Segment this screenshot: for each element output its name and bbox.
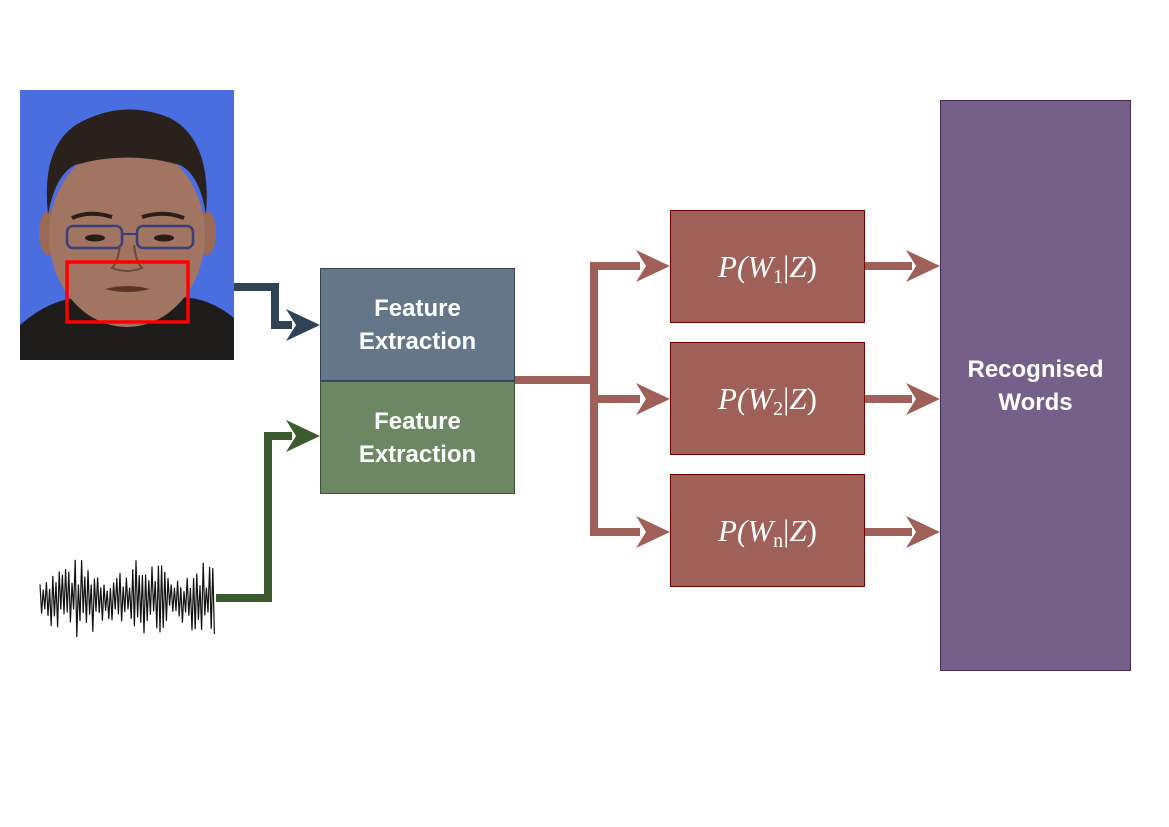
prob-var: W	[747, 512, 774, 548]
face-glasses-right	[135, 224, 195, 250]
probability-box-w2: P(W2|Z)	[670, 342, 865, 455]
audio-input-connector	[216, 432, 292, 602]
face-eye-left	[85, 234, 105, 242]
prob-close: )	[806, 512, 817, 548]
face-mouth	[105, 286, 150, 292]
prob-n-output-arrowhead	[906, 516, 940, 548]
prob-var: W	[747, 248, 774, 284]
prob-bar: |	[783, 380, 790, 416]
visual-input-connector	[234, 283, 292, 329]
audio-feature-extraction-label: Feature Extraction	[358, 407, 477, 468]
face-eye-right	[154, 234, 174, 242]
prob-var: W	[747, 380, 774, 416]
visual-feature-extraction-box: Feature Extraction	[320, 268, 515, 381]
prob-subscript: 2	[773, 397, 784, 420]
recognised-words-label: Recognised Words	[967, 355, 1104, 416]
prob-n-arrowhead	[636, 516, 670, 548]
probability-label-w2: P(W2|Z)	[718, 380, 817, 420]
face-image	[20, 90, 234, 360]
prob-subscript: n	[773, 529, 784, 552]
prob-subscript: 1	[773, 265, 784, 288]
audio-input-arrowhead	[286, 420, 320, 452]
prob-1-output-arrowhead	[906, 250, 940, 282]
prob-2-output-arrowhead	[906, 383, 940, 415]
face-eyebrow-right	[141, 211, 185, 220]
prob-cond: Z	[789, 380, 807, 416]
prob-bar: |	[783, 512, 790, 548]
audio-feature-extraction-box: Feature Extraction	[320, 381, 515, 494]
prob-close: )	[806, 380, 817, 416]
prob-prefix: P(	[718, 512, 748, 548]
probability-label-w1: P(W1|Z)	[718, 248, 817, 288]
face-glasses-left	[65, 224, 124, 250]
face-nose	[110, 244, 144, 272]
face-eyebrow-left	[71, 211, 113, 220]
prob-2-arrowhead	[636, 383, 670, 415]
prob-close: )	[806, 248, 817, 284]
probability-box-wn: P(Wn|Z)	[670, 474, 865, 587]
mouth-roi-box	[65, 260, 190, 324]
prob-1-arrowhead	[636, 250, 670, 282]
probability-box-w1: P(W1|Z)	[670, 210, 865, 323]
waveform-trace	[39, 559, 215, 638]
recognised-words-box: Recognised Words	[940, 100, 1131, 671]
prob-cond: Z	[789, 512, 807, 548]
prob-cond: Z	[789, 248, 807, 284]
visual-input-arrowhead	[286, 309, 320, 341]
prob-prefix: P(	[718, 380, 748, 416]
face-shirt	[20, 297, 234, 360]
audio-waveform	[39, 559, 215, 638]
prob-prefix: P(	[718, 248, 748, 284]
visual-feature-extraction-label: Feature Extraction	[358, 294, 477, 355]
face-hair	[46, 109, 207, 215]
probability-label-wn: P(Wn|Z)	[718, 512, 817, 552]
prob-bar: |	[783, 248, 790, 284]
